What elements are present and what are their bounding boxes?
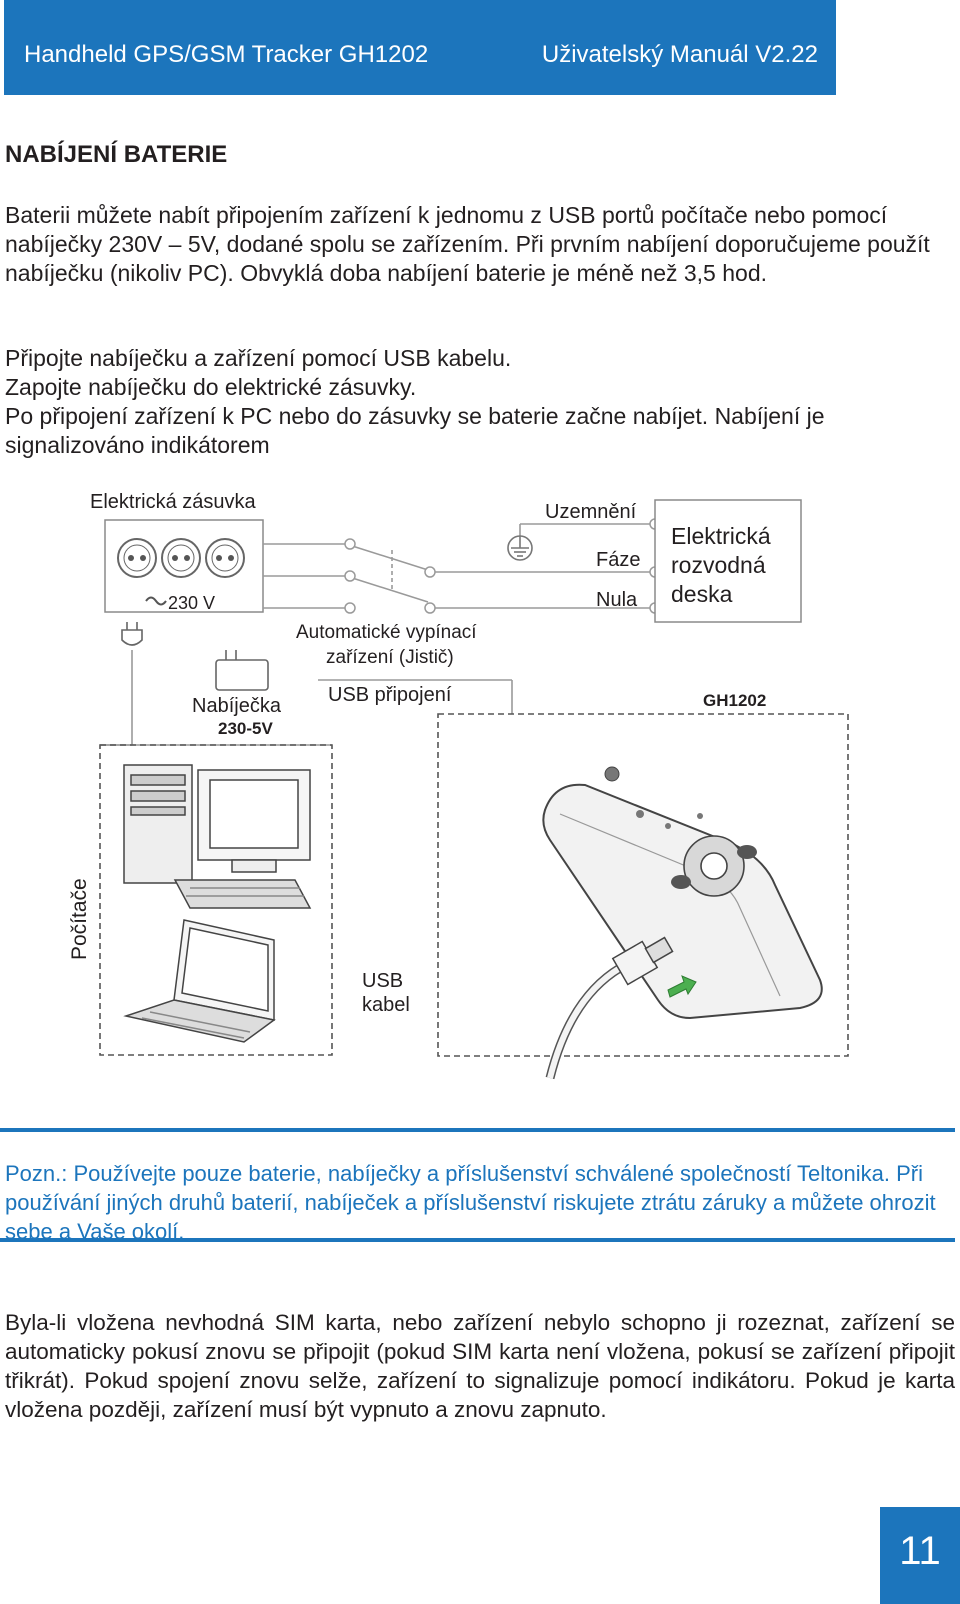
charger-label: Nabíječka bbox=[192, 695, 282, 717]
neutral-label: Nula bbox=[596, 589, 638, 611]
sim-card-paragraph: Byla-li vložena nevhodná SIM karta, nebo… bbox=[5, 1310, 955, 1422]
device-model-label: GH1202 bbox=[703, 691, 766, 710]
page-header: Handheld GPS/GSM Tracker GH1202 Uživatel… bbox=[4, 0, 836, 95]
page-number: 11 bbox=[899, 1529, 941, 1573]
desktop-computer-icon bbox=[123, 764, 312, 909]
breaker-label-line-2: zařízení (Jistič) bbox=[326, 647, 454, 668]
usb-cable-label-line-2: kabel bbox=[362, 994, 410, 1016]
distribution-board bbox=[654, 499, 802, 623]
socket-label: Elektrická zásuvka bbox=[90, 491, 256, 513]
charging-diagram: Elektrická zásuvka 230 V bbox=[68, 491, 849, 1080]
step-1: Připojte nabíječku a zařízení pomocí USB… bbox=[5, 345, 512, 371]
page-number-box: 11 bbox=[880, 1507, 960, 1604]
usb-connection-label: USB připojení bbox=[328, 684, 452, 706]
board-label-line-1: Elektrická bbox=[671, 523, 771, 549]
section-title: NABÍJENÍ BATERIE bbox=[5, 141, 228, 168]
gps-tracker-device bbox=[542, 766, 823, 1020]
computers-label: Počítače bbox=[68, 878, 91, 960]
breaker-label-line-1: Automatické vypínací bbox=[296, 622, 477, 643]
plug-icon bbox=[121, 622, 143, 646]
device-box bbox=[437, 713, 849, 1057]
charger-icon bbox=[215, 650, 269, 691]
charger-voltage: 230-5V bbox=[218, 719, 273, 738]
usb-cable bbox=[545, 936, 674, 1080]
wall-socket: 230 V bbox=[104, 519, 264, 613]
laptop-icon bbox=[123, 919, 276, 1043]
board-label-line-2: rozvodná bbox=[671, 552, 766, 578]
phase-label: Fáze bbox=[596, 549, 640, 571]
warning-note: Pozn.: Používejte pouze baterie, nabíječ… bbox=[5, 1161, 936, 1244]
header-product-title: Handheld GPS/GSM Tracker GH1202 bbox=[24, 41, 429, 68]
header-manual-version: Uživatelský Manuál V2.22 bbox=[541, 41, 818, 68]
intro-paragraph: Baterii můžete nabít připojením zařízení… bbox=[5, 202, 930, 286]
ground-label: Uzemnění bbox=[545, 501, 637, 523]
note-bottom-rule bbox=[0, 1238, 955, 1242]
step-2: Zapojte nabíječku do elektrické zásuvky. bbox=[5, 374, 417, 400]
charging-steps: Připojte nabíječku a zařízení pomocí USB… bbox=[5, 344, 935, 460]
computers-box bbox=[99, 744, 333, 1056]
board-label-line-3: deska bbox=[671, 581, 733, 607]
insert-arrow-icon bbox=[667, 975, 697, 998]
note-top-rule bbox=[0, 1128, 955, 1132]
ground-icon bbox=[507, 535, 533, 561]
socket-voltage: 230 V bbox=[168, 593, 215, 613]
usb-cable-label-line-1: USB bbox=[362, 970, 403, 992]
step-3: Po připojení zařízení k PC nebo do zásuv… bbox=[5, 403, 825, 458]
